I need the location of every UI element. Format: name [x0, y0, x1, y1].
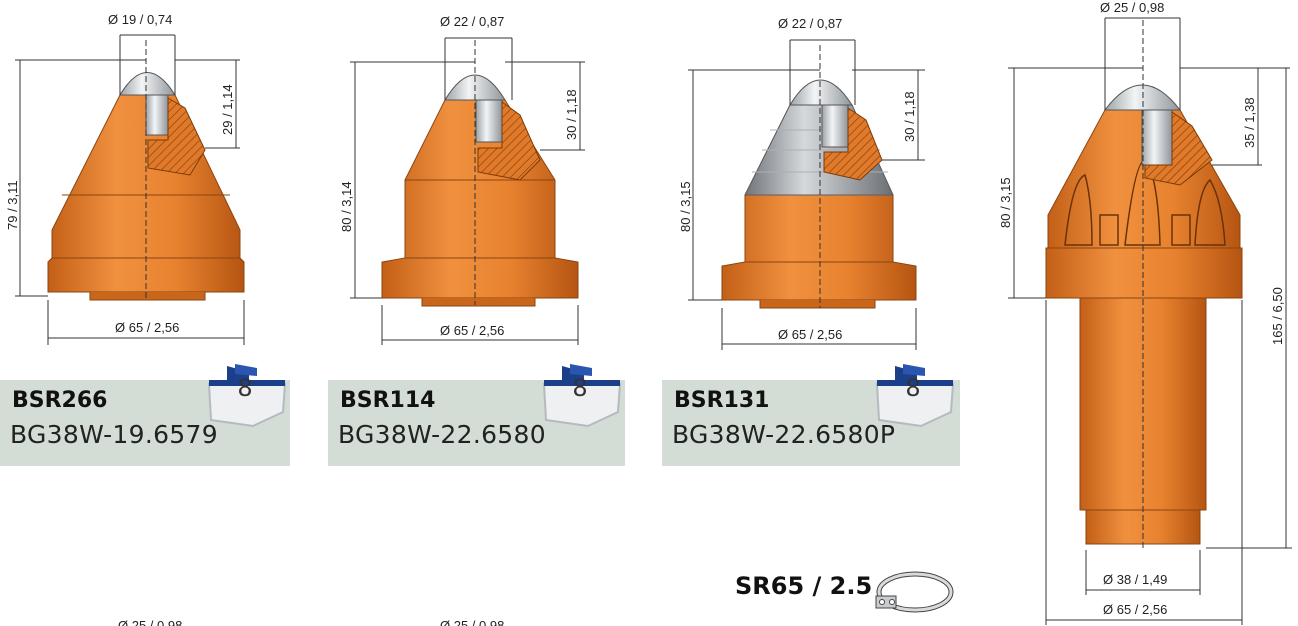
tool-code: BSR266 — [12, 388, 108, 413]
tool2-base-dimension: Ø 65 / 2,56 — [440, 323, 504, 338]
tool4-total-length-dimension: 165 / 6,50 — [1270, 287, 1285, 345]
tool-code: BSR131 — [674, 388, 770, 413]
tool4-base-dimension: Ø 65 / 2,56 — [1103, 602, 1167, 617]
tool2-insert-dimension: 30 / 1,18 — [564, 89, 579, 140]
tool-code: BSR114 — [340, 388, 436, 413]
tool-bsr266-drawing — [15, 34, 245, 345]
tool3-base-dimension: Ø 65 / 2,56 — [778, 327, 842, 342]
tool2-height-dimension: 80 / 3,14 — [339, 181, 354, 232]
pack-quantity: 8 — [905, 374, 921, 402]
label-bsr131: BSR131 BG38W-22.6580P — [662, 380, 960, 466]
tool3-tip-dimension: Ø 22 / 0,87 — [778, 16, 842, 31]
pack-quantity: 8 — [572, 374, 588, 402]
tool3-height-dimension: 80 / 3,15 — [678, 181, 693, 232]
tool-long-shank-drawing — [1008, 17, 1292, 625]
part-number: BG38W-22.6580 — [338, 420, 546, 449]
tool-bsr131-drawing — [688, 39, 925, 350]
tool3-insert-dimension: 30 / 1,18 — [902, 91, 917, 142]
retaining-ring-label: SR65 / 2.5 — [735, 572, 873, 600]
tool-bsr114-drawing — [350, 37, 585, 345]
partial-dimension-left: Ø 25 / 0,98 — [118, 618, 182, 626]
pack-box-icon: 8 — [873, 362, 957, 428]
pack-quantity: 8 — [237, 374, 253, 402]
part-number: BG38W-22.6580P — [672, 420, 896, 449]
tool1-height-dimension: 79 / 3,11 — [5, 180, 20, 230]
tool4-shank-dimension: Ø 38 / 1,49 — [1103, 572, 1167, 587]
pack-box-icon: 8 — [540, 362, 624, 428]
part-number: BG38W-19.6579 — [10, 420, 218, 449]
retaining-ring-icon — [875, 571, 954, 613]
tool1-tip-dimension: Ø 19 / 0,74 — [108, 12, 172, 27]
tool4-insert-dimension: 35 / 1,38 — [1242, 97, 1257, 148]
pack-box-icon: 8 — [205, 362, 289, 428]
tool4-tip-dimension: Ø 25 / 0,98 — [1100, 0, 1164, 15]
tool4-height-dimension: 80 / 3,15 — [998, 177, 1013, 228]
tool1-insert-dimension: 29 / 1,14 — [220, 84, 235, 135]
tool2-tip-dimension: Ø 22 / 0,87 — [440, 14, 504, 29]
tool1-base-dimension: Ø 65 / 2,56 — [115, 320, 179, 335]
partial-dimension-mid: Ø 25 / 0,98 — [440, 618, 504, 626]
